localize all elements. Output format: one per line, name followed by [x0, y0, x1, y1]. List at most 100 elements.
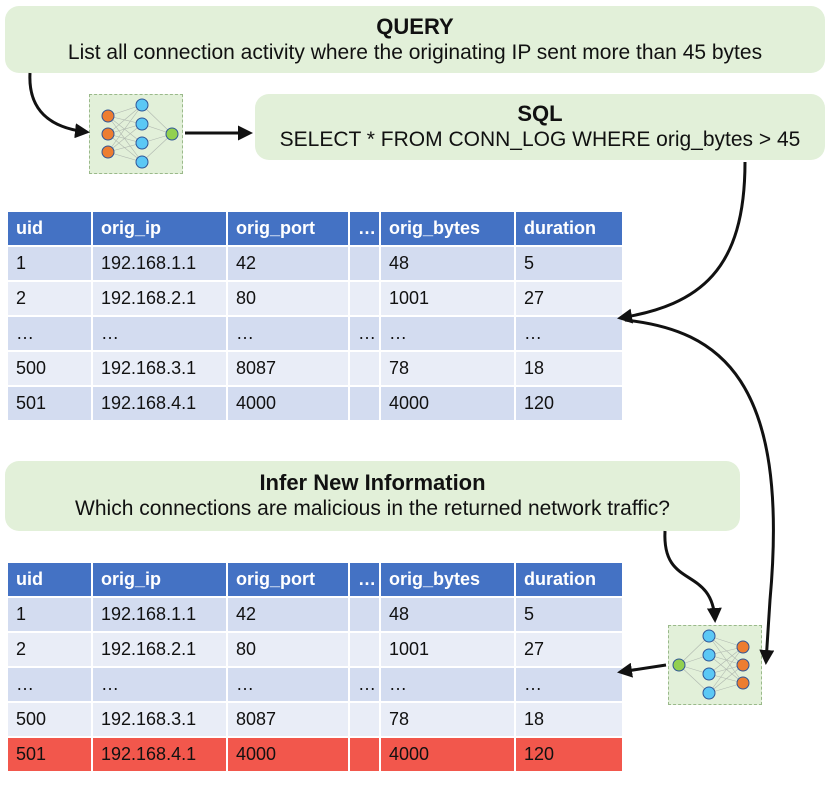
table-cell: 192.168.1.1: [93, 247, 226, 280]
infer-text: Which connections are malicious in the r…: [75, 497, 670, 520]
arrow-infer-to-model: [663, 530, 722, 623]
table-cell: 18: [516, 352, 622, 385]
table-cell: 501: [8, 738, 91, 771]
table-cell: 192.168.2.1: [93, 633, 226, 666]
table-cell: 500: [8, 352, 91, 385]
table-cell: 8087: [228, 703, 348, 736]
table-cell: 500: [8, 703, 91, 736]
column-header: orig_port: [228, 563, 348, 596]
table-cell: …: [93, 317, 226, 350]
table-cell: 192.168.4.1: [93, 738, 226, 771]
table-cell: 27: [516, 282, 622, 315]
table-cell: …: [228, 317, 348, 350]
table-cell: 42: [228, 247, 348, 280]
table-cell: 5: [516, 247, 622, 280]
table-cell: 120: [516, 738, 622, 771]
sql-text: SELECT * FROM CONN_LOG WHERE orig_bytes …: [279, 128, 801, 151]
column-header: uid: [8, 563, 91, 596]
neural-network-graph-icon: [672, 629, 750, 700]
query-result-table: uid orig_ip orig_port … orig_bytes durat…: [6, 210, 624, 422]
table-cell: 4000: [381, 738, 514, 771]
table-cell: [350, 282, 379, 315]
table-cell: …: [381, 317, 514, 350]
query-title: QUERY: [376, 14, 454, 39]
table-cell: …: [516, 668, 622, 701]
arrow-query-to-model: [28, 72, 90, 139]
table-row: 500 192.168.3.1 8087 78 18: [8, 352, 622, 385]
column-header: orig_ip: [93, 212, 226, 245]
table-cell: 1001: [381, 282, 514, 315]
column-header: orig_ip: [93, 563, 226, 596]
table-cell: 1: [8, 247, 91, 280]
infer-title: Infer New Information: [259, 470, 486, 495]
table-header-row: uid orig_ip orig_port … orig_bytes durat…: [8, 563, 622, 596]
neural-network-icon: [668, 625, 762, 705]
table-cell: …: [350, 317, 379, 350]
table-row: … … … … … …: [8, 317, 622, 350]
table-cell: 80: [228, 633, 348, 666]
labeled-result-table: uid orig_ip orig_port … orig_bytes durat…: [6, 561, 624, 773]
table-cell: 18: [516, 703, 622, 736]
table-cell: 4000: [228, 387, 348, 420]
neural-network-icon: [89, 94, 183, 174]
table-cell: 5: [516, 598, 622, 631]
table-cell: …: [8, 317, 91, 350]
table-cell: [350, 633, 379, 666]
table-cell: 78: [381, 352, 514, 385]
table-header-row: uid orig_ip orig_port … orig_bytes durat…: [8, 212, 622, 245]
table-cell: 78: [381, 703, 514, 736]
table-row: 1 192.168.1.1 42 48 5: [8, 598, 622, 631]
column-header: duration: [516, 212, 622, 245]
table-cell: …: [381, 668, 514, 701]
table-row: 2 192.168.2.1 80 1001 27: [8, 633, 622, 666]
table-cell: 80: [228, 282, 348, 315]
table-cell: …: [516, 317, 622, 350]
table-cell: 4000: [228, 738, 348, 771]
column-header: orig_port: [228, 212, 348, 245]
arrow-model-to-table: [617, 662, 667, 678]
table-cell: [350, 738, 379, 771]
table-cell: 1001: [381, 633, 514, 666]
table-row: 501 192.168.4.1 4000 4000 120: [8, 387, 622, 420]
table-cell: [350, 352, 379, 385]
table-cell: 48: [381, 247, 514, 280]
neural-network-graph-icon: [101, 98, 179, 169]
table-row: 1 192.168.1.1 42 48 5: [8, 247, 622, 280]
table-row: 500 192.168.3.1 8087 78 18: [8, 703, 622, 736]
table-cell: …: [228, 668, 348, 701]
query-box: QUERY List all connection activity where…: [5, 6, 825, 73]
table-cell: 2: [8, 633, 91, 666]
table-cell: …: [93, 668, 226, 701]
sql-box: SQL SELECT * FROM CONN_LOG WHERE orig_by…: [255, 94, 825, 160]
table-cell: 192.168.4.1: [93, 387, 226, 420]
infer-box: Infer New Information Which connections …: [5, 461, 740, 531]
table-cell: 27: [516, 633, 622, 666]
column-header: orig_bytes: [381, 212, 514, 245]
column-header: duration: [516, 563, 622, 596]
table-cell: 192.168.2.1: [93, 282, 226, 315]
arrow-sql-to-table: [617, 161, 747, 324]
table-cell: [350, 703, 379, 736]
table-cell: 192.168.3.1: [93, 703, 226, 736]
table-cell: 48: [381, 598, 514, 631]
table-cell: 2: [8, 282, 91, 315]
column-header: orig_bytes: [381, 563, 514, 596]
malicious-table-row: 501 192.168.4.1 4000 4000 120: [8, 738, 622, 771]
table-cell: 1: [8, 598, 91, 631]
sql-title: SQL: [517, 101, 563, 126]
arrow-table-to-model: [624, 318, 775, 665]
table-cell: 501: [8, 387, 91, 420]
table-cell: 8087: [228, 352, 348, 385]
table-cell: 120: [516, 387, 622, 420]
table-cell: 4000: [381, 387, 514, 420]
table-cell: 42: [228, 598, 348, 631]
column-header: uid: [8, 212, 91, 245]
query-text: List all connection activity where the o…: [67, 41, 763, 64]
table-cell: [350, 387, 379, 420]
table-cell: …: [8, 668, 91, 701]
column-header: …: [350, 563, 379, 596]
table-cell: [350, 247, 379, 280]
table-cell: [350, 598, 379, 631]
table-cell: 192.168.1.1: [93, 598, 226, 631]
